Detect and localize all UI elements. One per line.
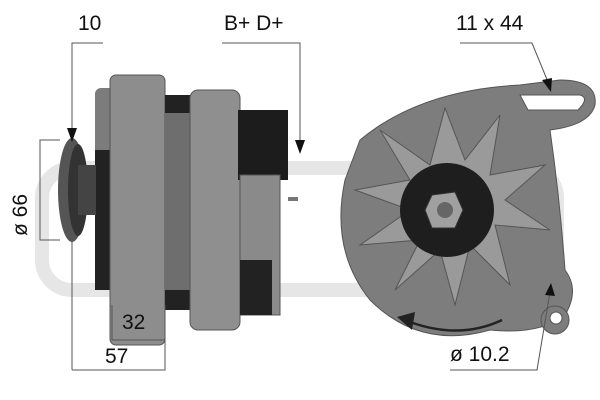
dimension-lines xyxy=(39,42,551,371)
alternator-front-view xyxy=(340,79,596,337)
alternator-side-view xyxy=(58,74,298,346)
terminals-label: B+ D+ xyxy=(224,12,284,35)
rotation-arrow-icon xyxy=(397,312,503,332)
mount-width-label: 32 xyxy=(122,311,146,334)
overall-length-label: 57 xyxy=(105,345,129,368)
slot-label: 11 x 44 xyxy=(456,12,524,35)
hole-diameter-label: ø 10.2 xyxy=(450,343,510,366)
arrowheads xyxy=(67,78,555,296)
pulley-diameter-label: ø 66 xyxy=(9,193,33,237)
pulley-width-label: 10 xyxy=(78,12,102,35)
